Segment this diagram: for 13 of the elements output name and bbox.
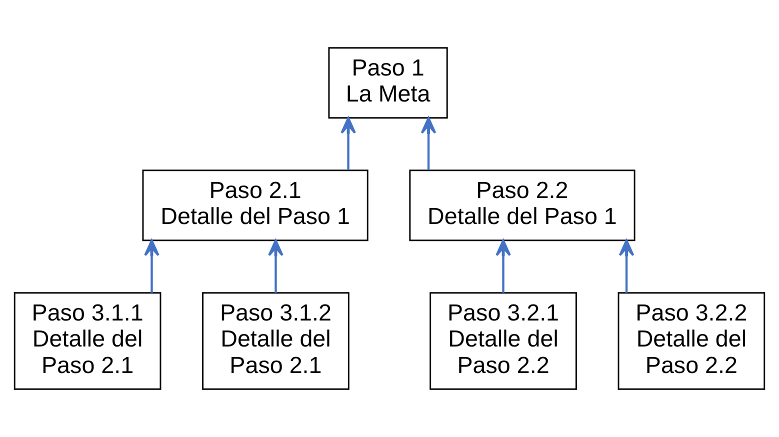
node-box: Paso 2.1 Detalle del Paso 1 — [142, 170, 368, 242]
arrow — [144, 240, 160, 293]
arrow — [420, 117, 436, 170]
node-box: Paso 1 La Meta — [328, 47, 448, 119]
node-box: Paso 2.2 Detalle del Paso 1 — [409, 170, 636, 242]
arrow — [618, 240, 634, 293]
arrow — [340, 117, 356, 170]
node-box: Paso 3.2.1 Detalle del Paso 2.2 — [430, 292, 577, 390]
arrow — [268, 240, 284, 293]
node-box: Paso 3.2.2 Detalle del Paso 2.2 — [618, 292, 766, 390]
node-box: Paso 3.1.2 Detalle del Paso 2.1 — [202, 292, 350, 390]
node-box: Paso 3.1.1 Detalle del Paso 2.1 — [14, 292, 162, 390]
arrow — [496, 240, 511, 293]
